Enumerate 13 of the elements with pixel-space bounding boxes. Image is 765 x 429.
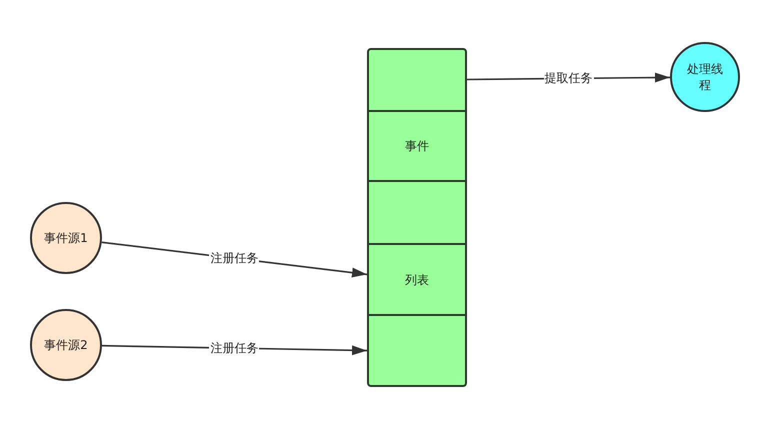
queue-cell xyxy=(367,48,467,112)
node-label: 列表 xyxy=(405,272,429,288)
node-label: 事件源1 xyxy=(44,230,88,246)
edge-label: 提取任务 xyxy=(544,71,594,86)
node-label: 处理线程 xyxy=(686,61,724,93)
node-label: 事件源2 xyxy=(44,337,88,353)
edge-label: 注册任务 xyxy=(209,341,260,356)
queue-cell xyxy=(367,245,467,316)
node-label: 事件 xyxy=(405,138,429,154)
queue-cell xyxy=(367,112,467,182)
edge-label: 注册任务 xyxy=(209,251,260,266)
queue-cell xyxy=(367,316,467,387)
queue-cell xyxy=(367,182,467,245)
